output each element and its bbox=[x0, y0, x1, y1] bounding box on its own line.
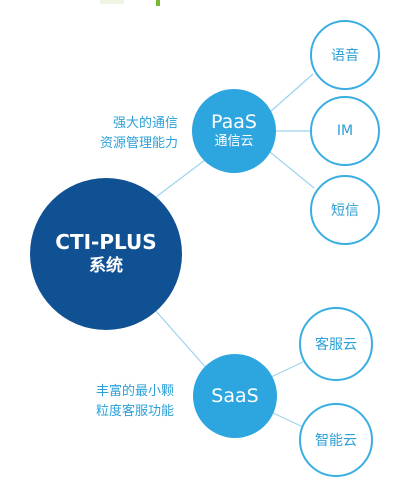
leaf-im: IM bbox=[310, 96, 380, 166]
core-node: CTI-PLUS 系统 bbox=[30, 178, 182, 330]
paas-caption: 强大的通信 资源管理能力 bbox=[60, 114, 178, 154]
core-subtitle: 系统 bbox=[89, 256, 123, 276]
leaf-customer-service-cloud: 客服云 bbox=[299, 307, 373, 381]
paas-node: PaaS 通信云 bbox=[192, 89, 276, 173]
connector-saas-kefu bbox=[270, 361, 304, 378]
top-decoration bbox=[100, 0, 160, 6]
paas-caption-line1: 强大的通信 bbox=[112, 116, 178, 131]
connector-core-saas bbox=[154, 309, 209, 371]
leaf-voice-label: 语音 bbox=[331, 48, 359, 64]
leaf-intelligent-cloud-label: 智能云 bbox=[315, 433, 357, 449]
saas-caption-line2: 粒度客服功能 bbox=[95, 404, 174, 419]
paas-caption-line2: 资源管理能力 bbox=[99, 136, 178, 151]
top-decoration-green bbox=[156, 0, 160, 6]
core-title: CTI-PLUS bbox=[55, 230, 157, 254]
connector-saas-zhineng bbox=[270, 411, 304, 428]
leaf-sms: 短信 bbox=[310, 175, 380, 245]
paas-title: PaaS bbox=[211, 111, 257, 133]
connector-core-paas bbox=[151, 159, 206, 201]
saas-caption: 丰富的最小颗 粒度客服功能 bbox=[52, 382, 174, 422]
saas-title: SaaS bbox=[211, 385, 259, 407]
leaf-intelligent-cloud: 智能云 bbox=[299, 403, 373, 477]
saas-node: SaaS bbox=[193, 354, 277, 438]
connector-paas-yuyin bbox=[269, 73, 314, 113]
leaf-im-label: IM bbox=[336, 123, 354, 139]
top-decoration-light bbox=[100, 0, 124, 4]
leaf-customer-service-cloud-label: 客服云 bbox=[315, 337, 357, 353]
leaf-voice: 语音 bbox=[310, 20, 380, 90]
leaf-sms-label: 短信 bbox=[331, 203, 359, 219]
connector-paas-duanxin bbox=[269, 151, 315, 189]
saas-caption-line1: 丰富的最小颗 bbox=[95, 384, 174, 399]
paas-subtitle: 通信云 bbox=[214, 134, 254, 149]
